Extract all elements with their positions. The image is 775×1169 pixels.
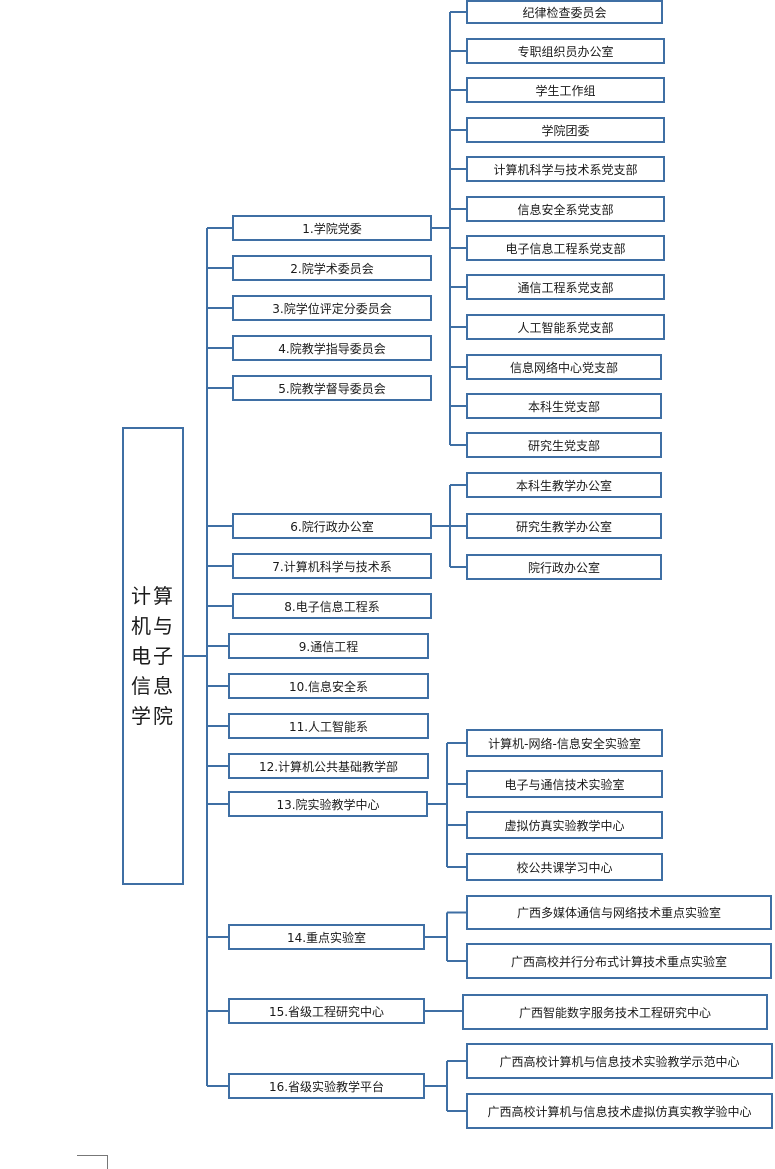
level2-node: 信息网络中心党支部 (466, 354, 662, 380)
level2-node: 本科生党支部 (466, 393, 662, 419)
level2-node: 信息安全系党支部 (466, 196, 665, 222)
level1-node: 4.院教学指导委员会 (232, 335, 432, 361)
level1-node: 13.院实验教学中心 (228, 791, 428, 817)
level1-node: 3.院学位评定分委员会 (232, 295, 432, 321)
level2-node: 学生工作组 (466, 77, 665, 103)
level2-node: 电子与通信技术实验室 (466, 770, 663, 798)
level1-node: 14.重点实验室 (228, 924, 425, 950)
level1-node: 2.院学术委员会 (232, 255, 432, 281)
root-node: 计算机与电子信息学院 (122, 427, 184, 885)
level2-node: 本科生教学办公室 (466, 472, 662, 498)
level2-node: 电子信息工程系党支部 (466, 235, 665, 261)
level2-node: 纪律检查委员会 (466, 0, 663, 24)
level2-node: 校公共课学习中心 (466, 853, 663, 881)
page-corner-mark (77, 1155, 108, 1169)
level2-node: 研究生党支部 (466, 432, 662, 458)
level2-node: 广西高校计算机与信息技术实验教学示范中心 (466, 1043, 773, 1079)
level1-node: 9.通信工程 (228, 633, 429, 659)
level1-node: 1.学院党委 (232, 215, 432, 241)
level2-node: 计算机-网络-信息安全实验室 (466, 729, 663, 757)
level1-node: 11.人工智能系 (228, 713, 429, 739)
level1-node: 15.省级工程研究中心 (228, 998, 425, 1024)
level2-node: 通信工程系党支部 (466, 274, 665, 300)
level2-node: 广西智能数字服务技术工程研究中心 (462, 994, 768, 1030)
level2-node: 计算机科学与技术系党支部 (466, 156, 665, 182)
level1-node: 6.院行政办公室 (232, 513, 432, 539)
level1-node: 8.电子信息工程系 (232, 593, 432, 619)
level2-node: 专职组织员办公室 (466, 38, 665, 64)
level2-node: 人工智能系党支部 (466, 314, 665, 340)
level2-node: 院行政办公室 (466, 554, 662, 580)
level1-node: 16.省级实验教学平台 (228, 1073, 425, 1099)
level2-node: 研究生教学办公室 (466, 513, 662, 539)
level2-node: 虚拟仿真实验教学中心 (466, 811, 663, 839)
level2-node: 广西高校并行分布式计算技术重点实验室 (466, 943, 772, 979)
level2-node: 广西多媒体通信与网络技术重点实验室 (466, 895, 772, 930)
level1-node: 7.计算机科学与技术系 (232, 553, 432, 579)
level1-node: 5.院教学督导委员会 (232, 375, 432, 401)
level1-node: 10.信息安全系 (228, 673, 429, 699)
level2-node: 学院团委 (466, 117, 665, 143)
root-label: 计算机与电子信息学院 (131, 584, 175, 728)
level1-node: 12.计算机公共基础教学部 (228, 753, 429, 779)
level2-node: 广西高校计算机与信息技术虚拟仿真实教学验中心 (466, 1093, 773, 1129)
